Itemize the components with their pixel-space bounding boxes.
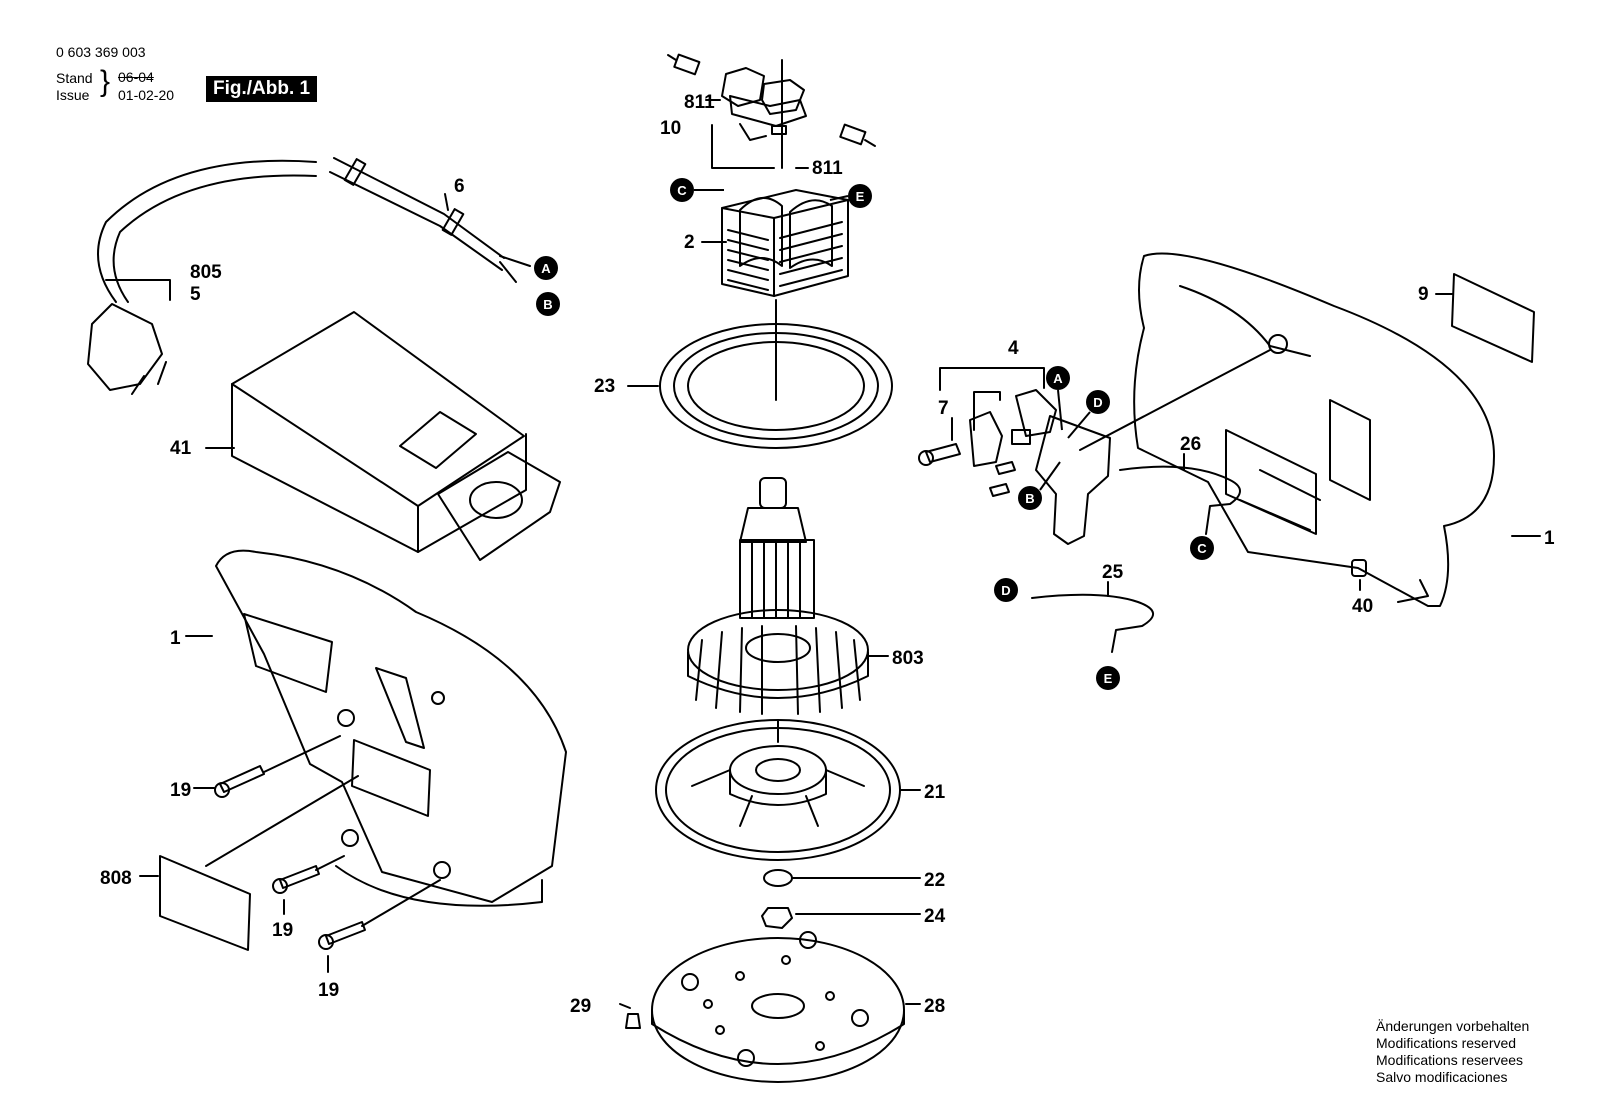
switch-drawing (918, 349, 1271, 545)
housing-right-drawing (1133, 252, 1495, 607)
leader-4 (939, 367, 1045, 391)
label-4: 4 (1008, 338, 1019, 359)
label-23: 23 (594, 376, 615, 397)
note-line-fr: Modifications reservees (1376, 1052, 1524, 1068)
label-811-top: 811 (684, 92, 715, 113)
label-9: 9 (1418, 284, 1429, 305)
label-6: 6 (454, 176, 465, 197)
wire-25-drawing (1031, 593, 1154, 653)
fan-disc-drawing (655, 719, 901, 861)
leader-7-bracket (973, 391, 1001, 431)
connector-a-cord: A (534, 256, 558, 280)
label-811-bottom: 811 (812, 158, 843, 179)
connector-b-cord: B (536, 292, 560, 316)
connector-a-switch-letter: A (1053, 371, 1063, 386)
issue-date: 01-02-20 (118, 87, 175, 103)
label-plate-9-drawing (1451, 273, 1535, 363)
label-805: 805 (190, 262, 222, 283)
connector-d-wire-letter: D (1001, 583, 1010, 598)
label-19-bottom: 19 (318, 980, 339, 1001)
label-29: 29 (570, 996, 591, 1017)
connector-a-cord-letter: A (541, 261, 551, 276)
field-stator-drawing (721, 189, 849, 297)
connector-e-top-letter: E (856, 189, 865, 204)
housing-left-drawing (215, 549, 567, 907)
power-cord-drawing (87, 157, 531, 395)
label-25: 25 (1102, 562, 1124, 583)
sanding-pad-drawing (651, 931, 905, 1083)
old-date: 06-04 (118, 69, 154, 85)
screw-29-drawing (625, 1013, 641, 1029)
stand-label: Stand (56, 70, 93, 86)
label-7: 7 (938, 398, 949, 419)
label-24: 24 (924, 906, 946, 927)
connector-c-top: C (670, 178, 724, 202)
connector-e-top: E (829, 184, 872, 208)
air-guide-ring-drawing (659, 299, 893, 449)
label-plate-808-drawing (159, 855, 251, 951)
label-28: 28 (924, 996, 945, 1017)
label-26: 26 (1180, 434, 1201, 455)
wire-26-drawing (1119, 465, 1241, 535)
label-41: 41 (170, 438, 192, 459)
connector-c-wire-letter: C (1197, 541, 1207, 556)
label-10: 10 (660, 118, 681, 139)
connector-e-wire: E (1096, 666, 1120, 690)
connector-b-switch-letter: B (1025, 491, 1034, 506)
figure-badge: Fig./Abb. 1 (206, 76, 318, 102)
armature-drawing (687, 477, 869, 715)
label-19-top: 19 (170, 780, 191, 801)
washer-drawing (763, 869, 793, 887)
connector-e-wire-letter: E (1104, 671, 1113, 686)
leader-805 (105, 279, 171, 301)
label-40: 40 (1352, 596, 1373, 617)
note-line-en: Modifications reserved (1376, 1035, 1517, 1051)
leader-10 (711, 124, 775, 169)
connector-b-cord-letter: B (543, 297, 552, 312)
brace-glyph: } (100, 65, 111, 98)
connector-d-switch-letter: D (1093, 395, 1102, 410)
label-22: 22 (924, 870, 945, 891)
label-1-left: 1 (170, 628, 181, 649)
label-5: 5 (190, 284, 201, 305)
connector-c-top-letter: C (677, 183, 687, 198)
dust-box-drawing (231, 311, 561, 561)
connector-d-switch: D (1067, 390, 1110, 439)
leader-808-line (205, 775, 359, 867)
nut-drawing (761, 907, 793, 929)
note-line-es: Salvo modificaciones (1376, 1069, 1508, 1085)
note-line-de: Änderungen vorbehalten (1376, 1018, 1530, 1034)
connector-d-wire: D (994, 578, 1018, 602)
label-803: 803 (892, 648, 924, 669)
label-2: 2 (684, 232, 695, 253)
leader-29 (619, 1003, 631, 1009)
label-19-mid: 19 (272, 920, 293, 941)
bushing-40-drawing (1351, 559, 1367, 577)
label-21: 21 (924, 782, 946, 803)
part-number: 0 603 369 003 (56, 44, 146, 60)
label-1-right: 1 (1544, 528, 1555, 549)
leader-6 (444, 193, 449, 211)
issue-label: Issue (56, 87, 90, 103)
connector-b-switch: B (1018, 461, 1061, 510)
modifications-note: Änderungen vorbehalten Modifications res… (1376, 1018, 1529, 1086)
label-808: 808 (100, 868, 132, 889)
brush-holder-drawing (667, 53, 876, 169)
connector-a-switch: A (1046, 366, 1070, 431)
screws-19-drawing (214, 735, 441, 950)
connector-c-wire: C (1190, 536, 1214, 560)
